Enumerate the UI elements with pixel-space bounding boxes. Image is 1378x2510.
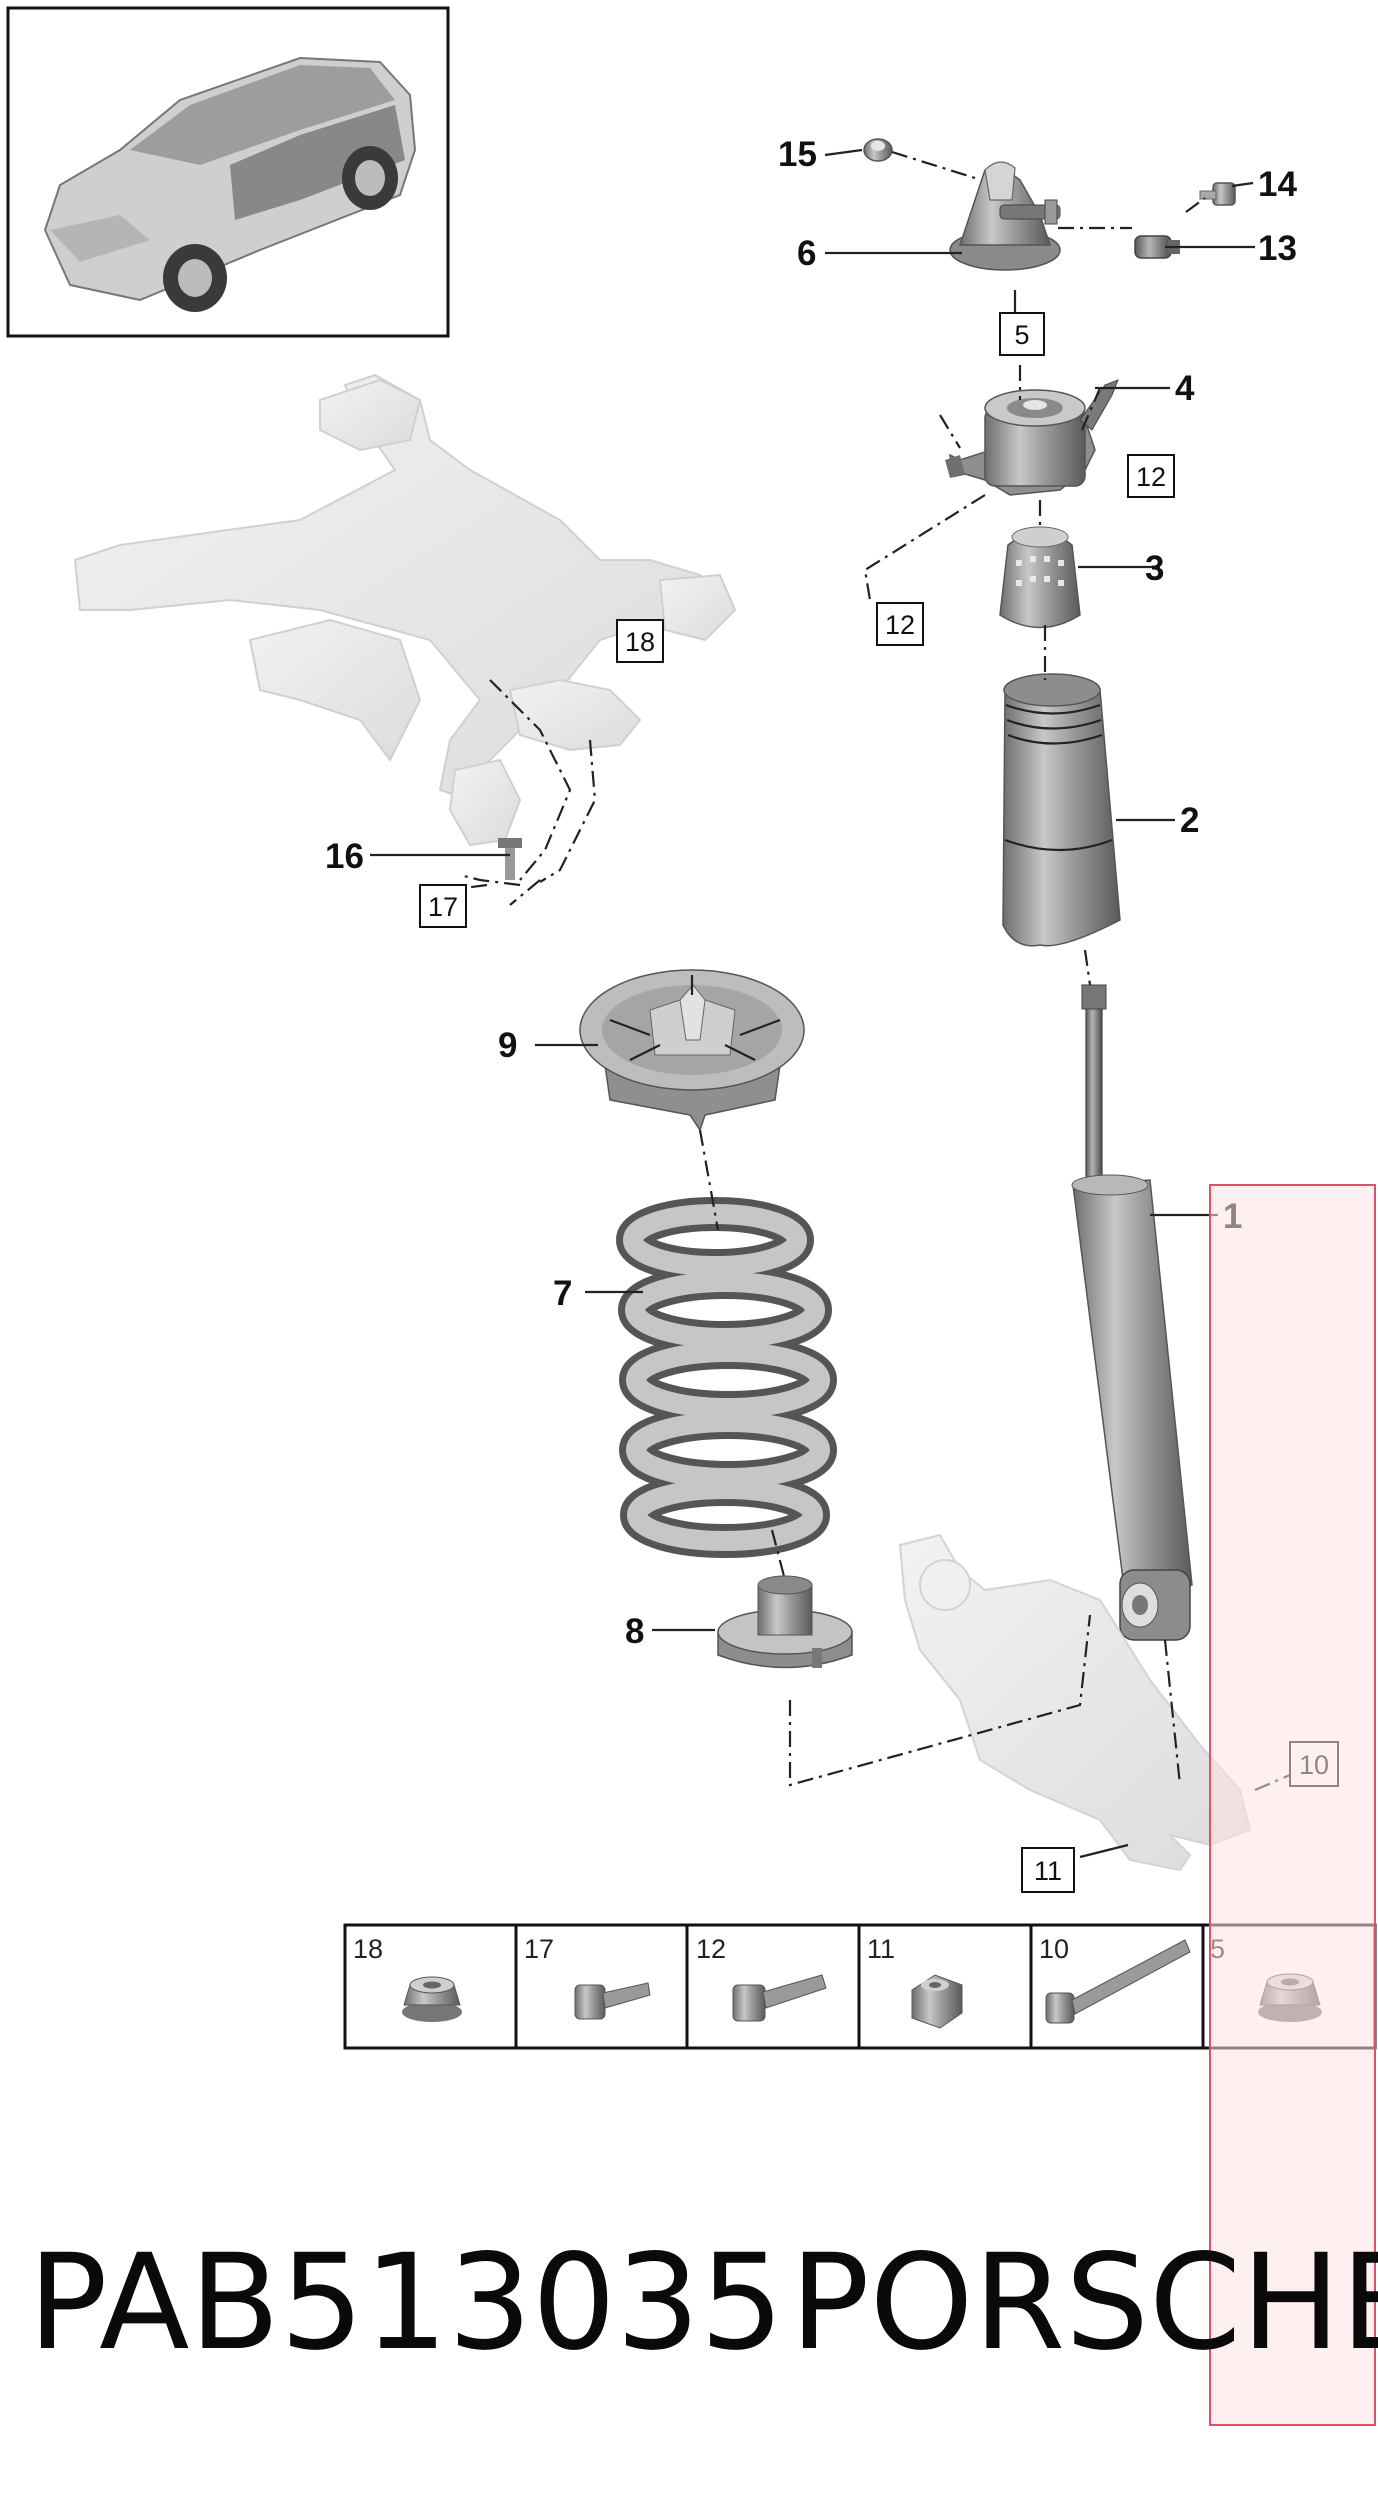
part-7-coil-spring <box>616 1197 837 1558</box>
callout-13: 13 <box>1258 229 1297 268</box>
svg-text:12: 12 <box>696 1934 726 1964</box>
callout-4: 4 <box>1175 369 1195 408</box>
svg-text:5: 5 <box>1014 320 1029 350</box>
brand-name: PORSCHE <box>790 2226 1378 2380</box>
table-cell-17: 17 <box>524 1934 651 2020</box>
svg-text:17: 17 <box>428 892 458 922</box>
svg-text:17: 17 <box>524 1934 554 1964</box>
hex-nut-icon <box>911 1974 963 2029</box>
boxed-ref-5: 5 <box>999 312 1045 356</box>
suv-icon <box>43 56 417 312</box>
table-cell-10: 10 <box>1039 1934 1191 2024</box>
callout-2: 2 <box>1180 801 1199 840</box>
flange-bolt-icon <box>732 1974 827 2022</box>
part-1-shock-absorber <box>1071 984 1193 1641</box>
svg-text:10: 10 <box>1039 1934 1069 1964</box>
svg-text:12: 12 <box>1136 462 1166 492</box>
fastener-table: 18 17 12 11 <box>343 1923 1377 2050</box>
leader-lines <box>370 148 1255 1859</box>
subframe-fastener-ghost <box>498 838 522 880</box>
part-9-spring-seat <box>579 969 805 1132</box>
callout-16: 16 <box>325 837 364 876</box>
boxed-refs: 5 12 12 18 17 11 <box>419 312 1175 1893</box>
boxed-ref-11: 11 <box>1021 1847 1075 1893</box>
table-cell-12: 12 <box>696 1934 827 2022</box>
part-14-screw <box>1199 182 1236 206</box>
part-4-strut-mount <box>945 379 1119 496</box>
boxed-ref-18: 18 <box>616 619 664 663</box>
table-cell-18: 18 <box>353 1934 462 2022</box>
part-2-dust-boot <box>1002 673 1121 947</box>
callout-9: 9 <box>498 1026 517 1065</box>
boxed-ref-12-top: 12 <box>1127 454 1175 498</box>
callout-14: 14 <box>1258 165 1297 204</box>
rear-subframe-ghost <box>73 373 737 847</box>
svg-text:11: 11 <box>1034 1856 1062 1886</box>
vehicle-thumbnail <box>6 6 450 338</box>
callout-7: 7 <box>553 1274 572 1313</box>
boxed-ref-17: 17 <box>419 884 467 928</box>
short-bolt-icon <box>574 1982 651 2020</box>
control-arm-ghost <box>898 1533 1252 1872</box>
boxed-ref-12-side: 12 <box>876 602 924 646</box>
part-number: PAB513035 <box>28 2226 784 2380</box>
svg-text:11: 11 <box>867 1934 895 1964</box>
part-15-nut <box>863 138 893 162</box>
long-bolt-icon <box>1045 1939 1191 2024</box>
highlight-overlay <box>1209 1184 1376 2426</box>
callout-3: 3 <box>1145 549 1164 588</box>
part-3-bump-stop <box>999 526 1081 629</box>
svg-text:18: 18 <box>353 1934 383 1964</box>
assembly-lines <box>447 150 1291 1792</box>
svg-text:18: 18 <box>625 627 655 657</box>
callout-8: 8 <box>625 1612 644 1651</box>
svg-text:12: 12 <box>885 610 915 640</box>
callout-15: 15 <box>778 135 817 174</box>
part-6-top-mount <box>949 161 1061 271</box>
table-cell-11: 11 <box>867 1934 963 2029</box>
flange-nut-icon <box>402 1976 462 2022</box>
callout-6: 6 <box>797 234 816 273</box>
part-8-lower-spring-seat <box>717 1575 853 1669</box>
